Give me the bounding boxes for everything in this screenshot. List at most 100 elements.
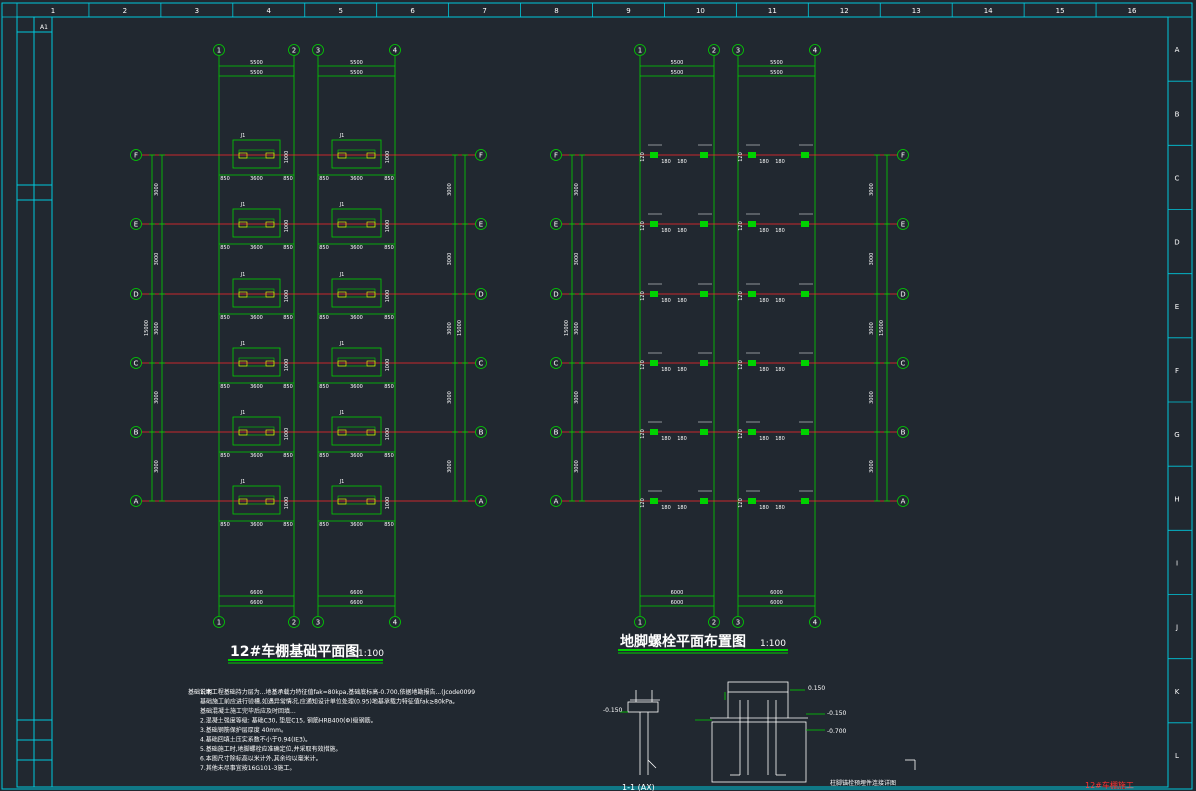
footing-beam [337, 495, 376, 505]
column-base [337, 429, 347, 436]
note-line: 基础混凝土施工完毕后应及时回填... [200, 707, 296, 715]
axis-bubble [130, 357, 142, 369]
axis-bubble [897, 218, 909, 230]
dimension-text: 3600 [350, 176, 363, 182]
axis-label: F [479, 152, 483, 160]
column-label: 4 [267, 7, 272, 15]
dimension-text: 120 [640, 221, 646, 231]
dimension-text: 1000 [284, 290, 290, 303]
footing-outline [232, 416, 281, 446]
axis-bubble [130, 495, 142, 507]
dimension-text: 850 [319, 522, 329, 528]
axis-label: 2 [292, 619, 296, 627]
anchor-bolt-plate [700, 291, 708, 297]
axis-bubble [389, 616, 401, 628]
column-label: 2 [123, 7, 127, 15]
dimension-text: 5500 [671, 70, 684, 76]
dimension-total: 15000 [879, 320, 885, 336]
plan-right-title-group: 地脚螺栓平面布置图 1:100 [618, 633, 788, 654]
column-base [265, 291, 275, 298]
dimension-text: 120 [640, 498, 646, 508]
anchor-bolt-plate [700, 360, 708, 366]
axis-bubble [809, 616, 821, 628]
dimension-text: 3000 [869, 253, 875, 266]
dimension-text: 1000 [385, 151, 391, 164]
anchor-bolt-plate [748, 498, 756, 504]
footing-outline [232, 485, 281, 515]
footing-tag: J1 [339, 341, 345, 347]
section-detail-left: -0.150 1-1 (AX) [603, 690, 660, 791]
axis-label: 4 [813, 619, 818, 627]
column-base [366, 498, 376, 505]
axis-label: A [479, 498, 484, 506]
dimension-text: 120 [738, 429, 744, 439]
footing-beam [238, 149, 275, 159]
dimension-text: 3000 [869, 183, 875, 196]
dimension-text: 180 [759, 159, 769, 165]
dimension-text: 850 [384, 453, 394, 459]
dimension-text: 6000 [671, 600, 684, 606]
footing-beam [337, 149, 376, 159]
dimension-text: 120 [738, 221, 744, 231]
dimension-text: 180 [775, 159, 785, 165]
anchor-bolt-plate [748, 291, 756, 297]
column-label: 14 [984, 7, 993, 15]
row-label: G [1174, 431, 1179, 439]
footing-beam [238, 426, 275, 436]
anchor-bolt-plate [748, 152, 756, 158]
dimension-total: 15000 [457, 320, 463, 336]
dimension-text: 120 [640, 291, 646, 301]
dimension-text: 5500 [770, 60, 783, 66]
axis-label: 4 [813, 47, 818, 55]
anchor-bolt-plate [650, 221, 658, 227]
dimension-text: 180 [677, 159, 687, 165]
column-base [366, 291, 376, 298]
axis-bubble [732, 616, 744, 628]
dimension-text: 850 [384, 315, 394, 321]
dimension-text: 180 [661, 505, 671, 511]
axis-label: 4 [393, 47, 398, 55]
dimension-text: 1000 [284, 359, 290, 372]
footing-outline [232, 347, 281, 377]
dimension-text: 1000 [385, 290, 391, 303]
dimension-text: 850 [220, 384, 230, 390]
axis-label: A [901, 498, 906, 506]
axis-label: E [479, 221, 483, 229]
axis-label: C [554, 360, 559, 368]
dimension-text: 1000 [385, 220, 391, 233]
axis-bubble [708, 616, 720, 628]
dimension-text: 5500 [350, 70, 363, 76]
dimension-text: 1000 [284, 428, 290, 441]
anchor-bolt-plate [700, 152, 708, 158]
dimension-text: 1000 [385, 359, 391, 372]
dimension-text: 850 [319, 453, 329, 459]
axis-bubble [288, 44, 300, 56]
footing-tag: J1 [339, 410, 345, 416]
dimension-text: 850 [283, 245, 293, 251]
dimension-text: 3600 [250, 522, 263, 528]
plan-right-title: 地脚螺栓平面布置图 [620, 633, 746, 650]
axis-bubble [897, 149, 909, 161]
dimension-text: 3000 [154, 460, 160, 473]
dimension-text: 3000 [447, 253, 453, 266]
note-line: 5.基础施工时,地脚螺栓应准确定位,并采取有效措施。 [200, 745, 342, 753]
axis-label: C [479, 360, 484, 368]
footing-tag: J1 [240, 341, 246, 347]
dimension-text: 5500 [250, 60, 263, 66]
note-line: 6.本图尺寸除标高以米计外,其余均以毫米计。 [200, 755, 322, 763]
dimension-text: 180 [661, 228, 671, 234]
column-label: 3 [195, 7, 199, 15]
axis-label: 2 [712, 47, 716, 55]
dimension-text: 180 [775, 367, 785, 373]
column-base [265, 221, 275, 228]
dimension-text: 3000 [447, 183, 453, 196]
dimension-text: 5500 [350, 60, 363, 66]
anchor-bolt-plate [801, 152, 809, 158]
axis-label: D [133, 291, 138, 299]
dimension-text: 180 [759, 436, 769, 442]
anchor-bolt-plate [650, 152, 658, 158]
axis-bubble [897, 426, 909, 438]
dimension-total: 15000 [564, 320, 570, 336]
